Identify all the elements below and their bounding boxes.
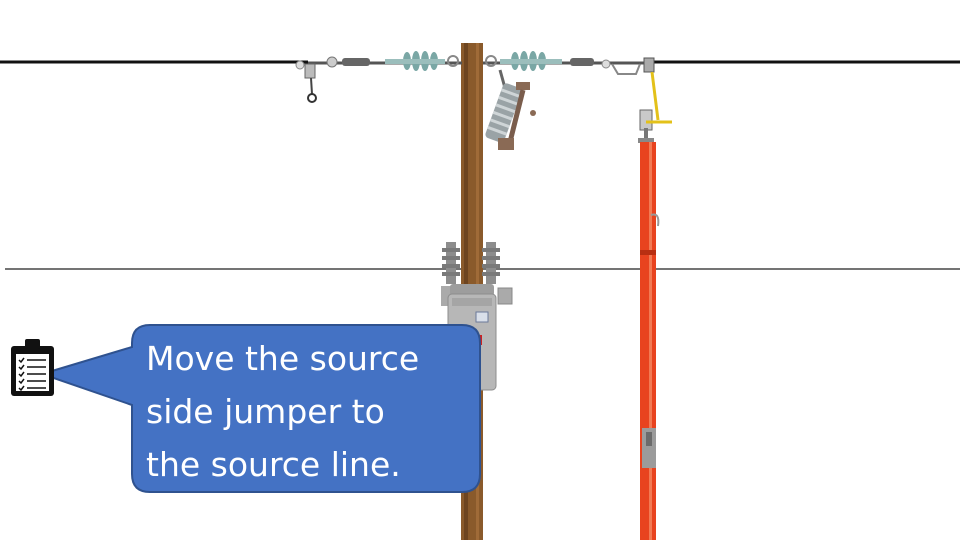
fuse-cutout (485, 69, 536, 150)
hot-stick-with-clamp (638, 71, 672, 540)
left-deadend-insulator (295, 51, 462, 71)
clipboard-checklist-icon (11, 339, 54, 396)
callout-instruction-text: Move the source side jumper to the sourc… (146, 339, 420, 484)
callout-bubble (38, 324, 481, 493)
right-deadend-insulator (483, 51, 655, 75)
grounding-clamp (304, 63, 317, 103)
